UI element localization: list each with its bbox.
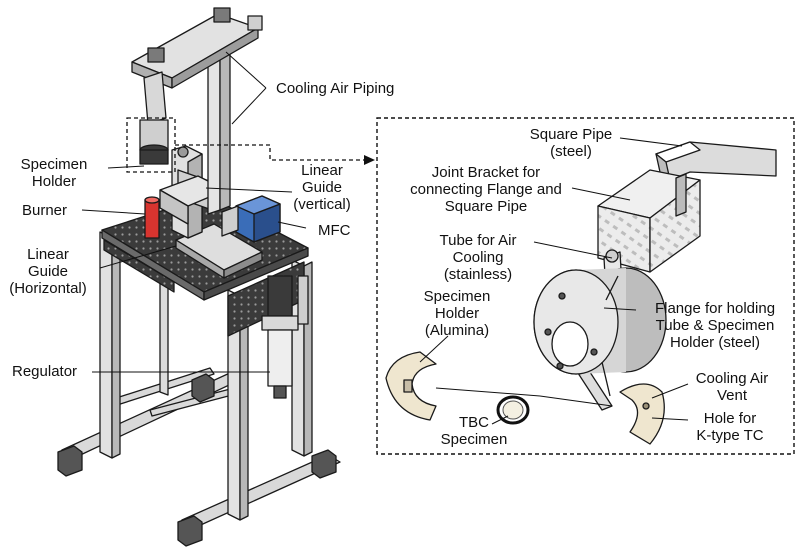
- label-tbc-specimen: TBC Specimen: [440, 414, 508, 448]
- exploded-view-box: [376, 117, 795, 455]
- horizontal-linear-guide: [175, 223, 263, 279]
- tbc-specimen-disk: [496, 395, 530, 425]
- burner: [144, 196, 160, 239]
- label-mfc: MFC: [318, 222, 351, 239]
- specimen-highlight-box: [126, 117, 176, 173]
- regulator: [261, 275, 309, 399]
- leader-lines: [81, 51, 689, 425]
- label-linear-guide-vertical: Linear Guide (vertical): [293, 162, 351, 213]
- flange: [533, 267, 667, 397]
- label-specimen-holder: Specimen Holder: [20, 156, 88, 190]
- mfc-unit: [221, 195, 281, 243]
- vertical-linear-guide: [159, 145, 227, 239]
- callout-arrowhead: [364, 155, 375, 165]
- callout-arrow-line: [175, 144, 365, 161]
- label-air-cooling-tube: Tube for Air Cooling (stainless): [439, 232, 517, 283]
- label-flange: Flange for holding Tube & Specimen Holde…: [654, 300, 776, 351]
- specimen-holder-rig: [139, 119, 169, 165]
- cooling-air-piping: [131, 7, 263, 215]
- label-regulator: Regulator: [12, 363, 78, 380]
- label-specimen-holder-alumina: Specimen Holder (Alumina): [423, 288, 491, 339]
- label-joint-bracket: Joint Bracket for connecting Flange and …: [410, 164, 562, 215]
- label-linear-guide-horizontal: Linear Guide (Horizontal): [9, 246, 87, 297]
- label-hole-tc: Hole for K-type TC: [696, 410, 764, 444]
- square-pipe: [655, 141, 777, 181]
- alumina-holder-left: [385, 351, 437, 421]
- label-square-pipe: Square Pipe (steel): [529, 126, 613, 160]
- label-burner: Burner: [22, 202, 68, 219]
- label-cooling-air-piping: Cooling Air Piping: [276, 80, 395, 97]
- exploded-parts: [385, 141, 777, 445]
- alumina-holder-right: [619, 383, 665, 445]
- label-cooling-air-vent: Cooling Air Vent: [695, 370, 769, 404]
- test-rig: [57, 7, 341, 547]
